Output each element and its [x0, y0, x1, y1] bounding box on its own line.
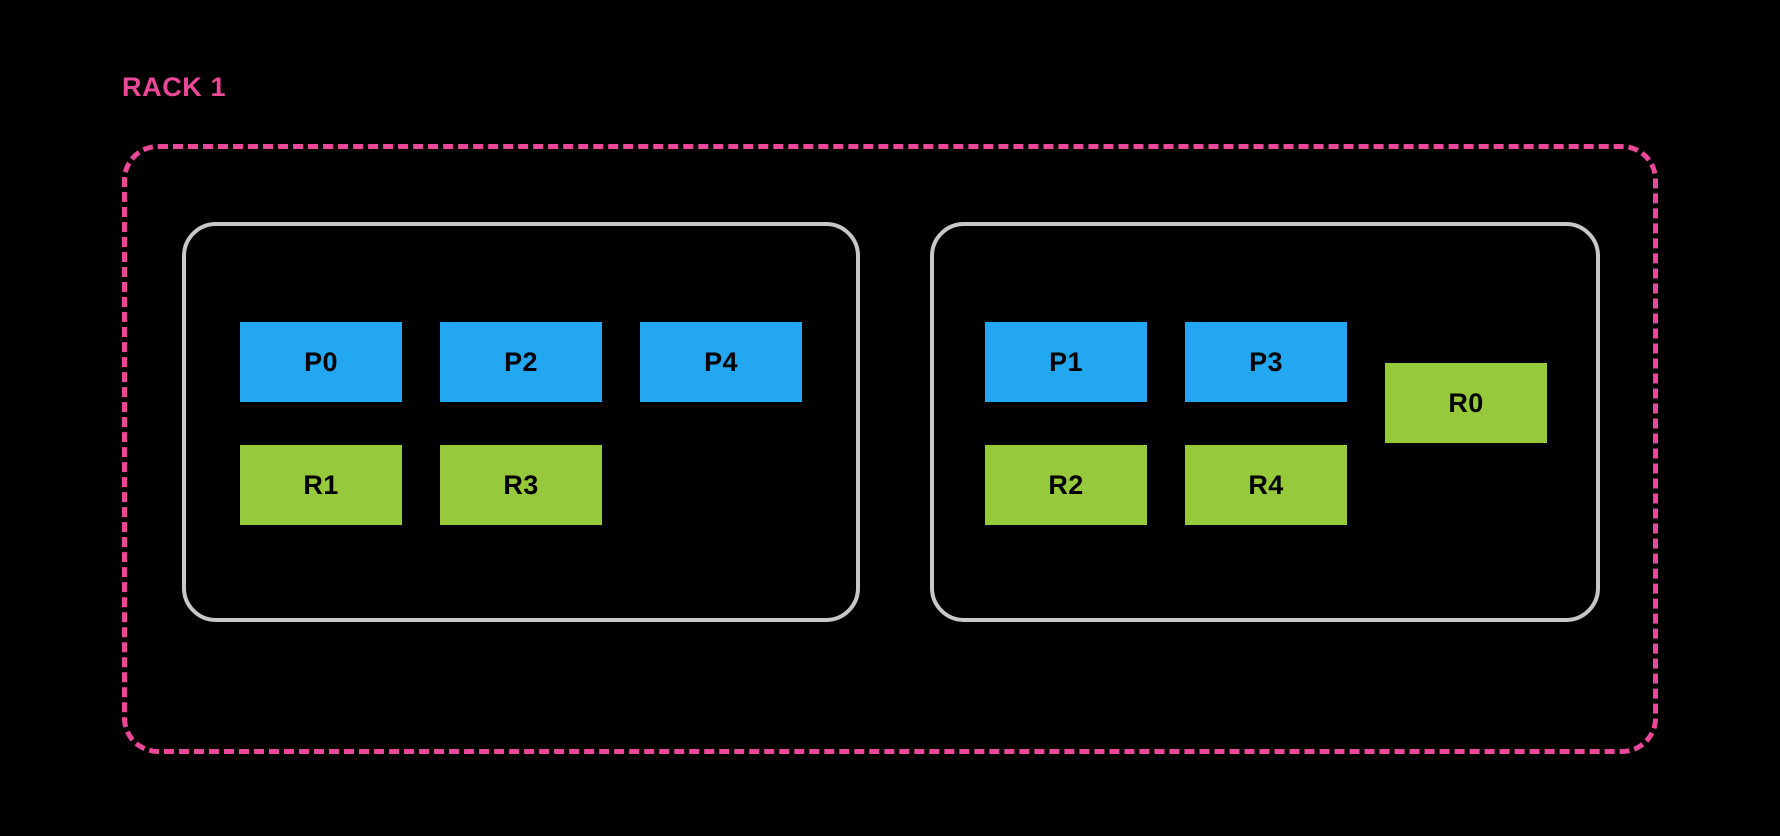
chip-p0[interactable]: P0	[240, 322, 402, 402]
chip-p1[interactable]: P1	[985, 322, 1147, 402]
chip-label: P2	[504, 346, 538, 377]
chip-p3[interactable]: P3	[1185, 322, 1347, 402]
chip-p4[interactable]: P4	[640, 322, 802, 402]
rack-boundary	[122, 144, 1658, 754]
chip-label: R4	[1248, 469, 1284, 500]
node-left-boundary	[182, 222, 860, 622]
chip-r0[interactable]: R0	[1385, 363, 1547, 443]
chip-r4[interactable]: R4	[1185, 445, 1347, 525]
chip-r2[interactable]: R2	[985, 445, 1147, 525]
chip-label: P3	[1249, 346, 1283, 377]
chip-label: P4	[704, 346, 738, 377]
rack-label: RACK 1	[122, 72, 227, 102]
chip-label: R3	[503, 469, 539, 500]
chip-r3[interactable]: R3	[440, 445, 602, 525]
chip-label: R0	[1448, 387, 1484, 418]
chip-label: R2	[1048, 469, 1084, 500]
chip-p2[interactable]: P2	[440, 322, 602, 402]
chip-label: P0	[304, 346, 338, 377]
chip-r1[interactable]: R1	[240, 445, 402, 525]
chip-label: R1	[303, 469, 339, 500]
chip-label: P1	[1049, 346, 1083, 377]
